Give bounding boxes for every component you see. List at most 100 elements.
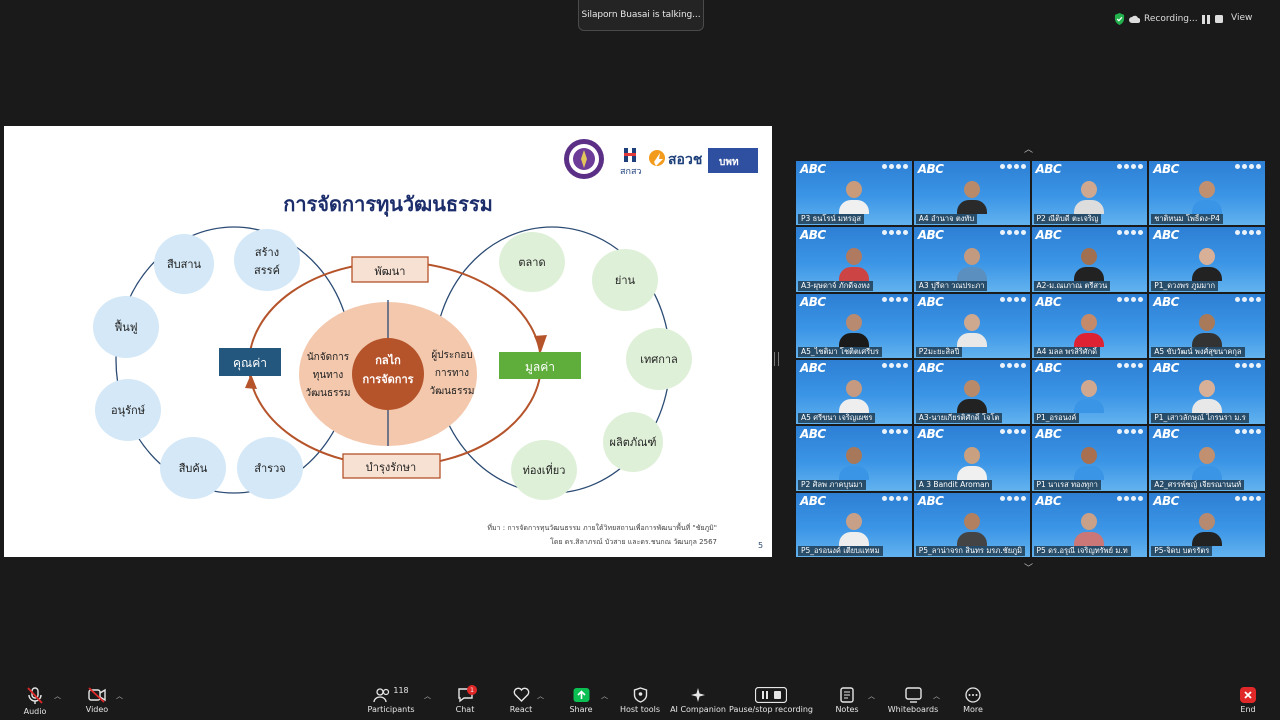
sponsor-logos [999,296,1026,302]
participant-tile[interactable]: ABC P5_ลาน่าจรก สินทร มรภ.ชัยภูมิ [913,492,1030,557]
participant-tile[interactable]: ABC A2-ม.ณเภาณ ตรีสวน [1031,227,1148,292]
slide-title: การจัดการทุนวัฒนธรรม [283,192,493,217]
svg-text:ท่องเที่ยว: ท่องเที่ยว [523,462,566,477]
notes-button[interactable]: Notes [832,682,862,720]
sponsor-logos [1117,230,1144,236]
participant-tile[interactable]: ABC A3 ปุรีดา วณประภา [913,227,1030,292]
participant-tile[interactable]: ABC A3-ผุษดาจ์ ภักดีจงหง [796,227,912,292]
event-logo: ABC [800,162,826,176]
whiteboards-button[interactable]: Whiteboards [888,682,938,720]
stop-recording-icon[interactable] [1215,15,1224,24]
participant-name: P2 ศิลพ ภาคบุนมา [798,479,866,490]
chat-unread-badge: 1 [467,685,477,695]
participants-button[interactable]: 118 Participants [367,686,415,714]
view-button[interactable]: View [1231,13,1253,23]
participant-video [956,247,987,282]
participant-video [838,247,869,282]
event-logo: ABC [917,427,944,442]
end-meeting-button[interactable]: End [1233,682,1263,720]
participant-tile[interactable]: ABC P2 ณีติบดี ตะเจริญ [1031,161,1148,226]
participant-tile[interactable]: ABC P5_อรอนงค์ เตียบแทหม [796,492,912,557]
participant-tile[interactable]: ABC A5_ไชติมา โชติตเศรีบร [796,293,912,358]
audio-button[interactable]: Audio [20,682,50,720]
event-logo: ABC [917,162,944,176]
split-divider-handle[interactable] [774,352,779,366]
participant-video [956,513,987,547]
participant-name: P5 ดร.อรุณี เจริญทรัพย์ ม.ท [1033,546,1131,556]
participant-tile[interactable]: ABC P5-จิดบ บตรรัตร [1149,492,1265,557]
participants-icon [373,688,390,703]
participants-options-caret[interactable]: ︿ [424,692,431,700]
sponsor-logos [881,363,908,368]
participant-tile[interactable]: ABC ชาติหนม โพธิ์ดง-P4 [1149,161,1265,226]
participant-tile[interactable]: ABC P1_อรอนงค์ [1031,360,1148,425]
participant-tile[interactable]: ABC A4 มลล พรสิริศักดิ์ [1031,293,1148,358]
participant-video [956,380,987,414]
participant-tile[interactable]: ABC P1_ดวงพร ภูมมาก [1149,227,1265,292]
participant-tile[interactable]: ABC P1_เสาวลักษณ์ ไกรนรา ม.ร [1149,360,1265,425]
participant-tile[interactable]: ABC P2มะยะสิลปี [913,293,1030,358]
svg-text:สกสว: สกสว [620,167,642,177]
participant-name: P1_ดวงพร ภูมมาก [1151,280,1218,291]
participant-tile[interactable]: ABC P1 นาเรส ทองทุกา [1031,426,1148,491]
host-tools-button[interactable]: Host tools [620,682,660,720]
video-options-caret[interactable]: ︿ [116,692,123,700]
participant-name: A2_ศรรพ์ชญ์ เจียรณานนท์ [1151,479,1245,490]
svg-text:การจัดการ: การจัดการ [362,373,413,386]
participant-tile[interactable]: ABC P5 ดร.อรุณี เจริญทรัพย์ ม.ท [1031,492,1148,557]
share-button[interactable]: Share [566,682,596,720]
slide-diagram: สกสว สอวช บพท การจัดการทุนวัฒนธรรม พัฒนา… [93,139,763,550]
svg-text:กลไก: กลไก [375,353,401,367]
develop-box-label: พัฒนา [375,265,406,278]
svg-text:การทาง: การทาง [435,368,469,379]
whiteboard-icon [904,687,922,703]
gallery-page-up-icon[interactable]: ︿ [1024,145,1034,155]
svg-text:บพท: บพท [719,157,739,168]
participant-name: A3-ผุษดาจ์ ภักดีจงหง [798,280,873,291]
audio-options-caret[interactable]: ︿ [54,692,61,700]
ai-companion-button[interactable]: AI Companion [670,682,726,720]
maintain-box-label: บำรุงรักษา [366,461,416,474]
event-logo: ABC [1035,493,1062,508]
participant-tile[interactable]: ABC A5 ศรีขนา เจริญเผชร [796,360,912,425]
notes-options-caret[interactable]: ︿ [868,692,875,700]
event-logo: ABC [1035,361,1062,375]
share-screen-icon [573,688,589,702]
participants-count: 118 [393,686,409,695]
svg-text:วัฒนธรรม: วัฒนธรรม [430,386,475,397]
participant-name: ชาติหนม โพธิ์ดง-P4 [1151,214,1223,225]
share-options-caret[interactable]: ︿ [601,692,608,700]
svg-text:สืบสาน: สืบสาน [167,258,202,271]
event-logo: ABC [1153,493,1179,508]
react-button[interactable]: React [506,682,536,720]
sponsor-logos [1235,363,1261,368]
video-button[interactable]: Video [82,682,112,720]
whiteboards-options-caret[interactable]: ︿ [933,692,940,700]
participant-tile[interactable]: ABC P2 ศิลพ ภาคบุนมา [796,426,912,491]
pause-stop-recording-button[interactable]: Pause/stop recording [729,682,813,720]
react-options-caret[interactable]: ︿ [537,692,544,700]
participant-tile[interactable]: ABC A 3 Bandit Aroman [913,426,1030,491]
more-button[interactable]: More [958,682,988,720]
participant-tile[interactable]: ABC A2_ศรรพ์ชญ์ เจียรณานนท์ [1149,426,1265,491]
shield-icon [633,687,647,703]
participant-tile[interactable]: ABC A3-นายเกียรติศักดิ์ โจโต [913,360,1030,425]
svg-text:ย่าน: ย่าน [615,274,636,287]
pmua-logo: บพท [708,148,758,173]
microphone-muted-icon [27,687,43,704]
event-logo: ABC [1153,162,1179,176]
gallery-page-down-icon[interactable]: ﹀ [1024,564,1034,574]
sponsor-logos [1117,495,1144,501]
event-logo: ABC [917,228,944,243]
active-speaker-banner: Silaporn Buasai is talking... [578,0,704,31]
participant-tile[interactable]: ABC A5 ขับวัฒน์ พงศ์สุขนาคกุล [1149,293,1265,358]
pause-stop-icon [755,687,787,703]
participant-video [1074,314,1105,348]
recording-indicator[interactable]: Recording... [1114,11,1224,27]
participant-tile[interactable]: ABC P3 ธนโรน์ มหรอุส [796,161,912,226]
participant-tile[interactable]: ABC A4 อำนาจ ตงทับ [913,161,1030,226]
pause-recording-icon[interactable] [1202,14,1211,24]
participant-video [1192,513,1223,547]
event-logo: ABC [917,361,944,375]
sponsor-logos [881,164,908,169]
